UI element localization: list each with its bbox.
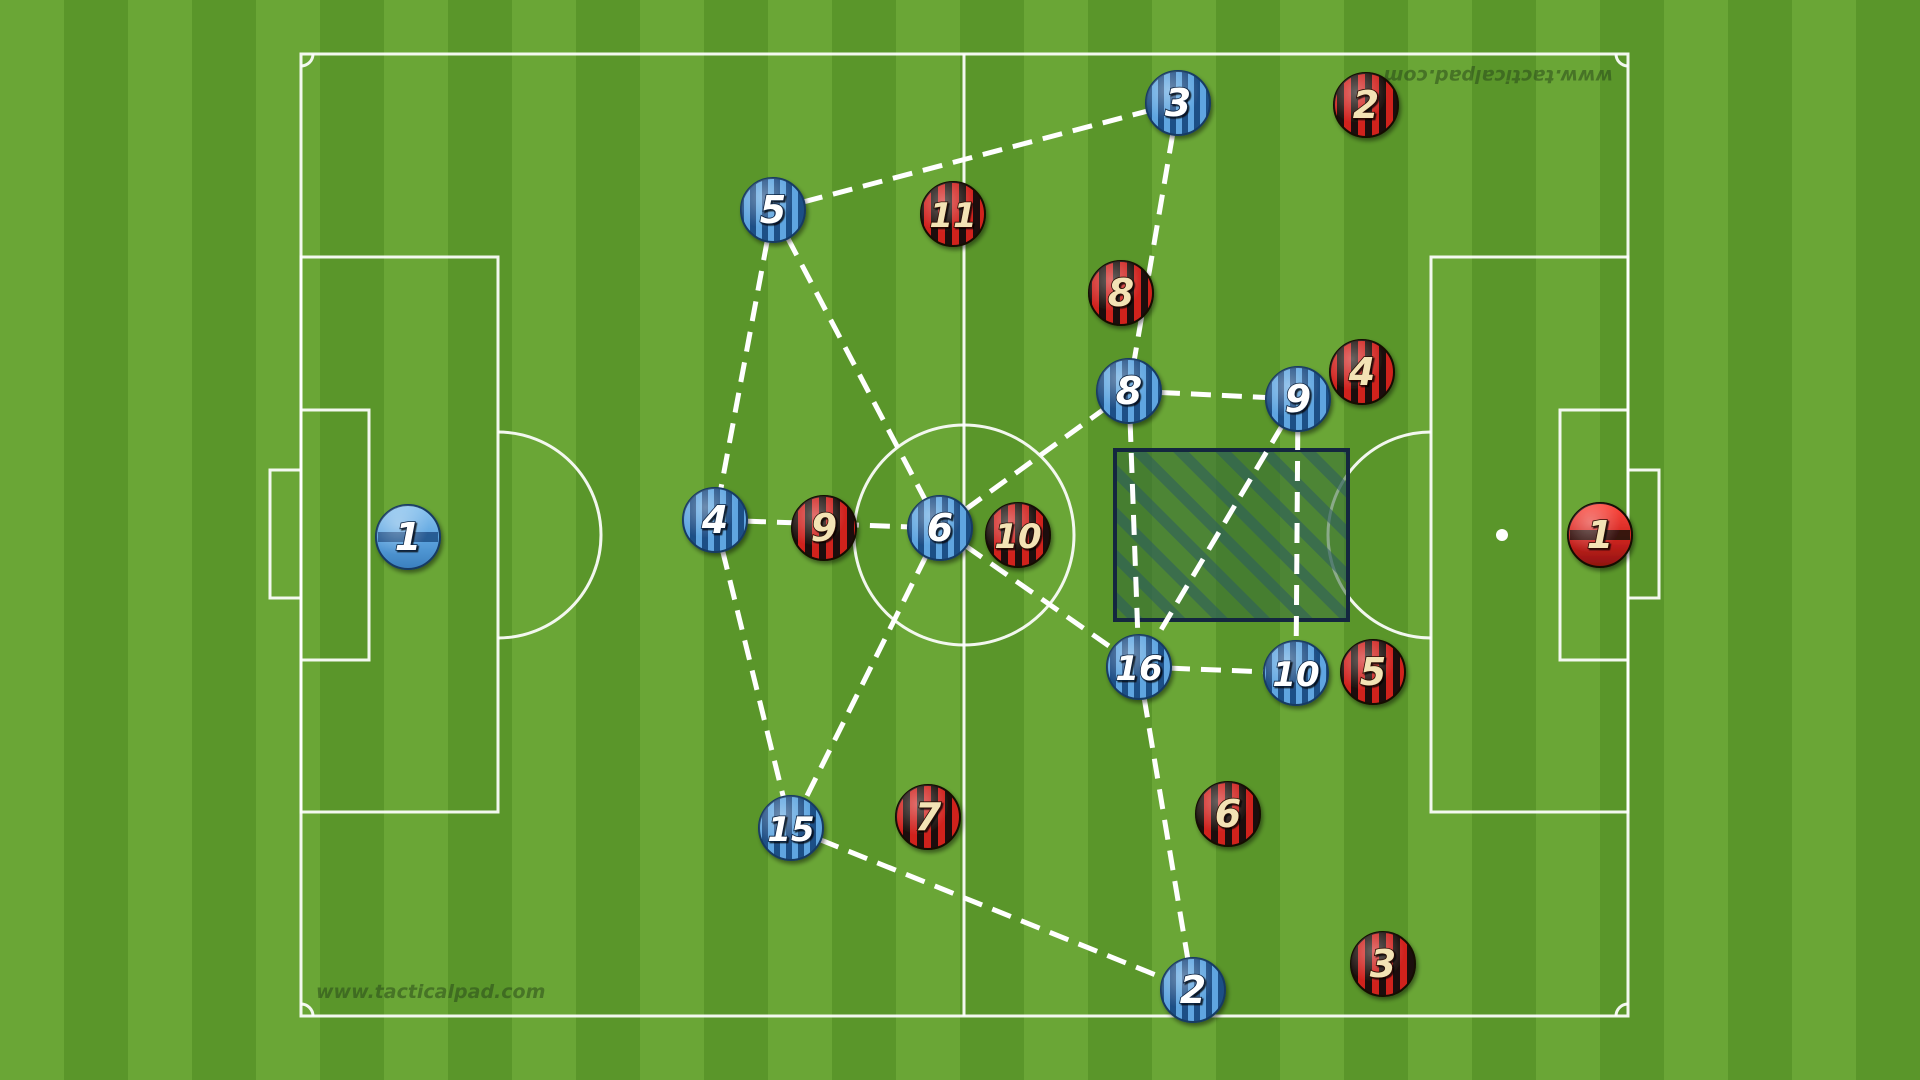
red-team: 1 2 3 4 5 6 7 8 9 10 11 [791, 72, 1633, 997]
blue-player-9[interactable]: 9 [1265, 366, 1331, 432]
pass-line [1293, 398, 1301, 674]
red-player-5[interactable]: 5 [1340, 639, 1406, 705]
blue-player-1-goalkeeper[interactable]: 1 [375, 504, 441, 570]
player-number: 5 [1360, 650, 1386, 694]
red-player-9[interactable]: 9 [791, 495, 857, 561]
pass-line [1136, 397, 1301, 669]
player-number: 3 [1165, 81, 1191, 125]
corner-arc-bl [300, 1002, 315, 1017]
pass-line [1126, 390, 1142, 668]
token-shine [896, 785, 960, 849]
player-number: 10 [994, 517, 1041, 557]
blue-player-10[interactable]: 10 [1263, 640, 1329, 706]
token-shine [1341, 640, 1405, 704]
token-shine [1351, 932, 1415, 996]
player-number: 1 [395, 515, 421, 559]
player-number: 2 [1353, 83, 1379, 127]
token-shine [1161, 958, 1225, 1022]
blue-player-8[interactable]: 8 [1096, 358, 1162, 424]
token-shine [1266, 367, 1330, 431]
pass-line [788, 526, 943, 830]
left-goal [268, 468, 303, 600]
red-player-4[interactable]: 4 [1329, 339, 1395, 405]
corner-arc-br [1614, 1002, 1629, 1017]
token-shine [376, 505, 440, 569]
red-player-6[interactable]: 6 [1195, 781, 1261, 847]
blue-player-15[interactable]: 15 [758, 795, 824, 861]
token-shine [1330, 340, 1394, 404]
pass-line [712, 209, 776, 521]
red-player-8[interactable]: 8 [1088, 260, 1154, 326]
watermark-top-right: www.tacticalpad.com [1384, 65, 1613, 87]
blue-player-5[interactable]: 5 [740, 177, 806, 243]
blue-team: 1 2 3 4 5 6 8 9 10 15 16 [375, 70, 1331, 1023]
token-shine [1107, 635, 1171, 699]
player-number: 4 [1348, 350, 1375, 394]
player-number: 16 [1115, 649, 1162, 689]
blue-player-3[interactable]: 3 [1145, 70, 1211, 136]
pass-line [772, 100, 1179, 213]
corner-arc-tr [1614, 53, 1629, 68]
token-shine [986, 503, 1050, 567]
player-number: 9 [811, 506, 837, 550]
player-number: 4 [701, 498, 728, 542]
token-shine [1568, 503, 1632, 567]
token-shine [1097, 359, 1161, 423]
token-shine [741, 178, 805, 242]
red-player-1-goalkeeper[interactable]: 1 [1567, 502, 1633, 568]
blue-player-4[interactable]: 4 [682, 487, 748, 553]
player-number: 8 [1116, 369, 1142, 413]
right-penalty-spot [1496, 529, 1508, 541]
blue-player-6[interactable]: 6 [907, 495, 973, 561]
player-number: 10 [1272, 655, 1319, 695]
left-penalty-arc [497, 430, 603, 640]
red-player-11[interactable]: 11 [920, 181, 986, 247]
token-shine [683, 488, 747, 552]
player-number: 6 [927, 506, 953, 550]
pass-line [938, 388, 1131, 531]
player-number: 2 [1180, 968, 1206, 1012]
token-shine [1334, 73, 1398, 137]
player-number: 15 [767, 810, 814, 850]
player-number: 7 [915, 795, 942, 839]
red-player-10[interactable]: 10 [985, 502, 1051, 568]
token-shine [1089, 261, 1153, 325]
player-number: 1 [1587, 513, 1613, 557]
token-shine [1264, 641, 1328, 705]
pass-line [712, 519, 794, 829]
token-shine [1146, 71, 1210, 135]
player-number: 11 [929, 196, 976, 236]
player-number: 8 [1108, 271, 1134, 315]
player-number: 6 [1215, 792, 1241, 836]
player-number: 5 [760, 188, 786, 232]
blue-player-16[interactable]: 16 [1106, 634, 1172, 700]
red-player-3[interactable]: 3 [1350, 931, 1416, 997]
token-shine [759, 796, 823, 860]
red-player-7[interactable]: 7 [895, 784, 961, 850]
pass-line [938, 525, 1141, 670]
target-zone [1113, 448, 1350, 622]
watermark-bottom-left: www.tacticalpad.com [316, 981, 545, 1003]
pass-line [1126, 102, 1181, 392]
corner-arc-tl [300, 53, 315, 68]
token-shine [792, 496, 856, 560]
token-shine [1196, 782, 1260, 846]
pass-line [790, 825, 1194, 993]
blue-player-2[interactable]: 2 [1160, 957, 1226, 1023]
player-number: 9 [1285, 377, 1311, 421]
pass-line [1136, 666, 1196, 991]
player-number: 3 [1370, 942, 1396, 986]
token-shine [908, 496, 972, 560]
red-player-2[interactable]: 2 [1333, 72, 1399, 138]
token-shine [921, 182, 985, 246]
